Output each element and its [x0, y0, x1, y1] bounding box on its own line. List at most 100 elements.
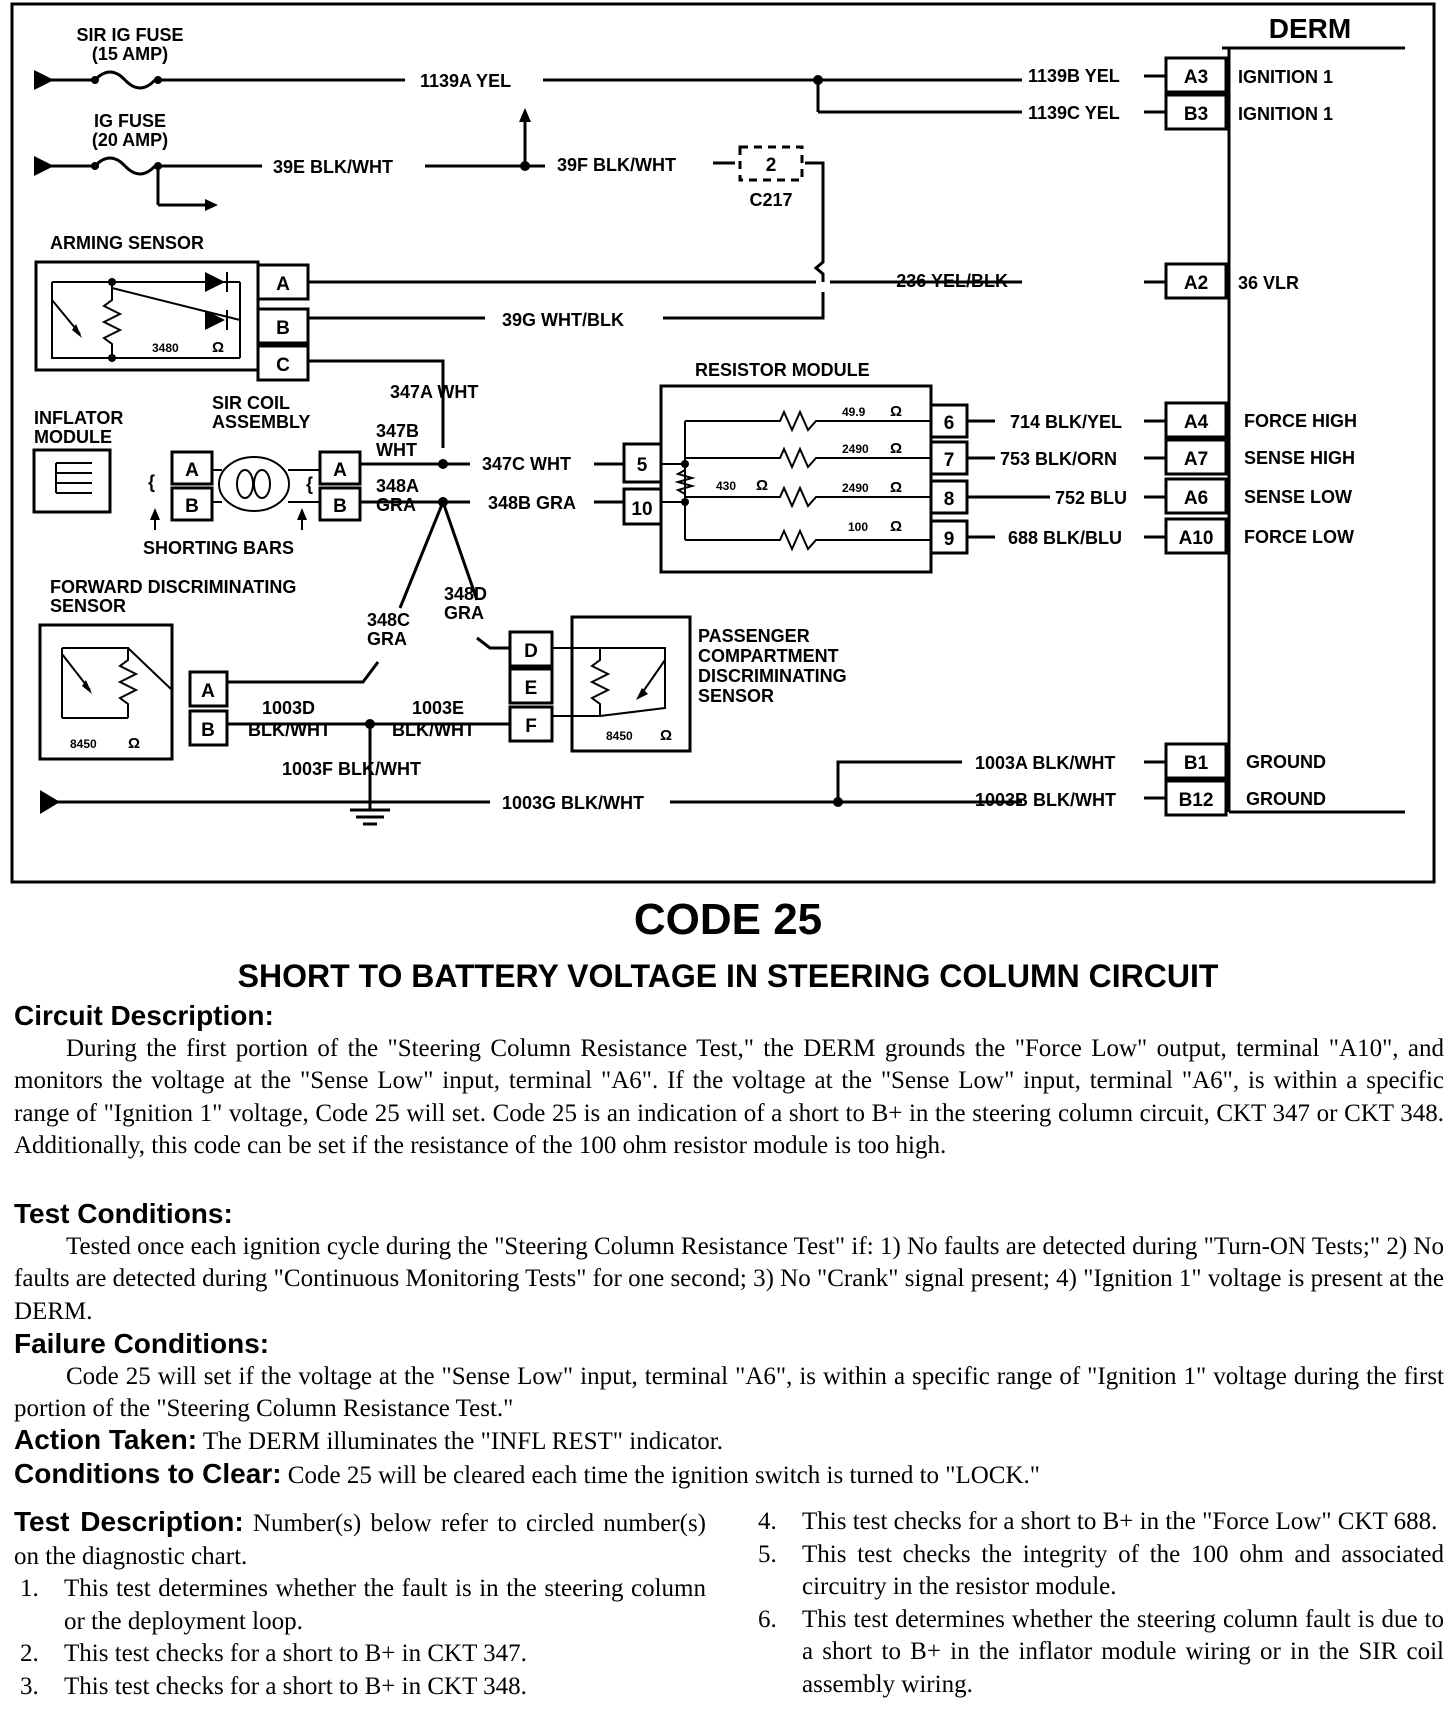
r-49-9-value: 49.9	[842, 405, 866, 419]
conditions-to-clear-section: Conditions to Clear: Code 25 will be cle…	[14, 1458, 1444, 1493]
list-item: 6. This test determines whether the steer…	[752, 1604, 1444, 1702]
wire-347a-label: 347A WHT	[390, 382, 478, 402]
test-description-right: 4.This test checks for a short to B+ in …	[752, 1506, 1444, 1701]
ohm-symbol: Ω	[660, 727, 672, 744]
forward-pin-b: B	[201, 720, 215, 741]
resistor-icon	[552, 647, 611, 717]
r-2490b-value: 2490	[842, 481, 869, 495]
fuse-icon	[93, 70, 157, 90]
wire-1003a-label: 1003A BLK/WHT	[975, 753, 1115, 773]
derm-pin-b12: B12	[1179, 790, 1214, 811]
wire-1139a-label: 1139A YEL	[420, 71, 511, 91]
forward-sensor-label-2: SENSOR	[50, 596, 126, 616]
diagram-frame	[10, 2, 1436, 884]
c217-label: C217	[749, 190, 792, 210]
wire-348d-label: 348D	[444, 584, 487, 604]
derm-pin-a7: A7	[1184, 449, 1208, 470]
c217-pin: 2	[766, 155, 777, 176]
derm-label-sense-high: SENSE HIGH	[1244, 448, 1355, 468]
ohm-symbol: Ω	[890, 403, 902, 420]
wire-752-label: 752 BLU	[1055, 488, 1127, 508]
conditions-to-clear-heading: Conditions to Clear:	[14, 1458, 282, 1489]
inflator-pin-a: A	[185, 460, 199, 481]
ig-fuse-rating: (20 AMP)	[92, 130, 168, 150]
wire-348a-label: 348A	[376, 476, 419, 496]
list-item-number: 6.	[758, 1605, 777, 1633]
page-title: CODE 25	[633, 895, 823, 944]
conditions-to-clear-body: Code 25 will be cleared each time the ig…	[287, 1462, 1040, 1489]
wire-1003f-label: 1003F BLK/WHT	[282, 759, 421, 779]
ohm-symbol: Ω	[756, 477, 768, 494]
list-item: 5.This test checks the integrity of the …	[752, 1539, 1444, 1604]
failure-conditions-section: Failure Conditions: Code 25 will set if …	[14, 1328, 1444, 1426]
diode-icon	[205, 272, 225, 292]
resistor-100-icon	[685, 528, 931, 552]
rm-pin-7: 7	[944, 450, 955, 471]
rm-pin-8: 8	[944, 489, 955, 510]
list-item: 3. This test checks for a short to B+ in …	[14, 1671, 706, 1704]
wire-714-label: 714 BLK/YEL	[1010, 412, 1122, 432]
wire-39f-label: 39F BLK/WHT	[557, 155, 676, 175]
ohm-symbol: Ω	[212, 339, 224, 356]
derm-label-ground-b: GROUND	[1246, 789, 1326, 809]
r-2490a-value: 2490	[842, 442, 869, 456]
shorting-bars-label: SHORTING BARS	[143, 538, 294, 558]
wire-1003d-label: 1003D	[262, 698, 315, 718]
rm-pin-5: 5	[637, 455, 648, 476]
resistor-module-label: RESISTOR MODULE	[695, 360, 870, 380]
resistor-icon	[62, 647, 139, 718]
ohm-symbol: Ω	[890, 518, 902, 535]
rm-pin-9: 9	[944, 529, 955, 550]
wire-39g-label: 39G WHT/BLK	[502, 310, 624, 330]
resistor-2490-icon	[685, 485, 931, 509]
ig-fuse-label: IG FUSE	[94, 111, 166, 131]
derm-pin-a4: A4	[1184, 412, 1209, 433]
wire-236-label: 236 YEL/BLK	[896, 271, 1008, 291]
arming-pin-a: A	[276, 274, 290, 295]
shorting-bar-icon: {	[306, 474, 313, 494]
arming-sensor-label: ARMING SENSOR	[50, 233, 204, 253]
derm-title: DERM	[1269, 13, 1351, 44]
switch-contact-icon	[72, 324, 82, 338]
sir-ig-fuse-rating: (15 AMP)	[92, 44, 168, 64]
list-item-number: 2.	[20, 1640, 39, 1667]
r-430-value: 430	[716, 479, 736, 493]
resistor-49-9-icon	[685, 409, 931, 433]
shorting-bar-icon: {	[148, 472, 155, 492]
resistor-icon	[101, 282, 123, 358]
passenger-sensor-label-3: DISCRIMINATING	[698, 666, 847, 686]
sir-coil-icon	[218, 456, 290, 512]
arming-pin-b: B	[276, 318, 290, 339]
list-item: 4.This test checks for a short to B+ in …	[752, 1506, 1444, 1539]
derm-label-force-high: FORCE HIGH	[1244, 411, 1357, 431]
wire-1003e-label: 1003E	[412, 698, 464, 718]
failure-conditions-body: Code 25 will set if the voltage at the "…	[14, 1362, 1444, 1423]
wire-347b-label: 347B	[376, 421, 419, 441]
derm-pin-a6: A6	[1184, 488, 1208, 509]
list-item: 1.This test determines whether the fault…	[14, 1573, 706, 1638]
list-item-number: 3.	[20, 1672, 39, 1700]
list-item-text: This test checks for a short to B+ in CK…	[64, 1672, 527, 1700]
test-conditions-section: Test Conditions: Tested once each igniti…	[14, 1198, 1444, 1328]
wire-348a-color: GRA	[376, 495, 416, 515]
passenger-pin-e: E	[525, 678, 538, 699]
list-item: 2.This test checks for a short to B+ in …	[14, 1638, 706, 1671]
circuit-description-body: During the first portion of the "Steerin…	[14, 1034, 1444, 1160]
derm-label-sense-low: SENSE LOW	[1244, 487, 1352, 507]
coil-pin-a: A	[333, 460, 347, 481]
ohm-symbol: Ω	[128, 735, 140, 752]
connector-c217	[738, 145, 804, 182]
arming-resistance-value: 3480	[152, 341, 179, 355]
passenger-sensor-label: PASSENGER	[698, 626, 810, 646]
test-description-heading: Test Description:	[14, 1506, 244, 1537]
switch-contact-icon	[636, 688, 648, 700]
resistor-2490-icon	[685, 446, 931, 470]
test-description-left: Test Description: Number(s) below refer …	[14, 1506, 706, 1703]
wire-347b-color: WHT	[376, 440, 417, 460]
passenger-sensor-resistance: 8450	[606, 729, 633, 743]
failure-conditions-heading: Failure Conditions:	[14, 1328, 270, 1359]
derm-pin-a10: A10	[1179, 528, 1214, 549]
list-item-text: This test determines whether the steerin…	[802, 1605, 1444, 1698]
r-100-value: 100	[848, 520, 868, 534]
derm-pin-a3: A3	[1184, 67, 1208, 88]
